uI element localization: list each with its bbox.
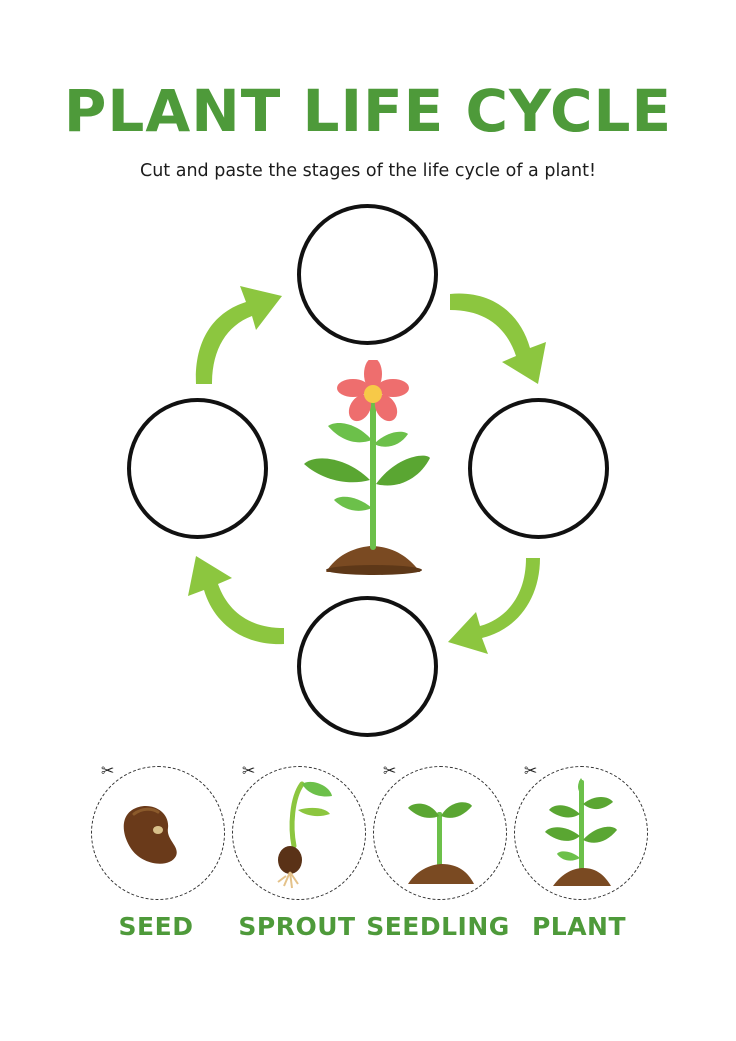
- stage-label-seedling: SEEDLING: [366, 912, 510, 941]
- arrow-top-to-right-icon: [450, 293, 546, 384]
- stage-label-sprout: SPROUT: [238, 912, 356, 941]
- cutout-circle-sprout[interactable]: [232, 766, 366, 900]
- seed-icon: [123, 806, 177, 864]
- instruction-text: Cut and paste the stages of the life cyc…: [140, 161, 596, 181]
- arrow-right-to-bottom-icon: [448, 558, 540, 654]
- stage-label-seed: SEED: [118, 912, 194, 941]
- scissors-icon: ✂: [242, 761, 256, 780]
- seedling-icon: [408, 802, 474, 884]
- sprout-icon: [277, 781, 332, 889]
- paste-slot-left[interactable]: [127, 398, 268, 539]
- cutout-circle-seedling[interactable]: [373, 766, 507, 900]
- scissors-icon: ✂: [383, 761, 397, 780]
- paste-slot-top[interactable]: [297, 204, 438, 345]
- cutout-circle-seed[interactable]: [91, 766, 225, 900]
- arrow-left-to-top-icon: [195, 286, 282, 384]
- cutout-circle-plant[interactable]: [514, 766, 648, 900]
- paste-slot-right[interactable]: [468, 398, 609, 539]
- flowering-plant-icon: [304, 360, 430, 575]
- scissors-icon: ✂: [101, 761, 115, 780]
- stage-label-plant: PLANT: [531, 912, 627, 941]
- paste-slot-bottom[interactable]: [297, 596, 438, 737]
- page-title: PLANT LIFE CYCLE: [63, 77, 673, 145]
- cycle-arrows: [188, 286, 546, 654]
- scissors-icon: ✂: [524, 761, 538, 780]
- arrow-bottom-to-left-icon: [188, 556, 284, 645]
- plant-icon: [545, 778, 617, 886]
